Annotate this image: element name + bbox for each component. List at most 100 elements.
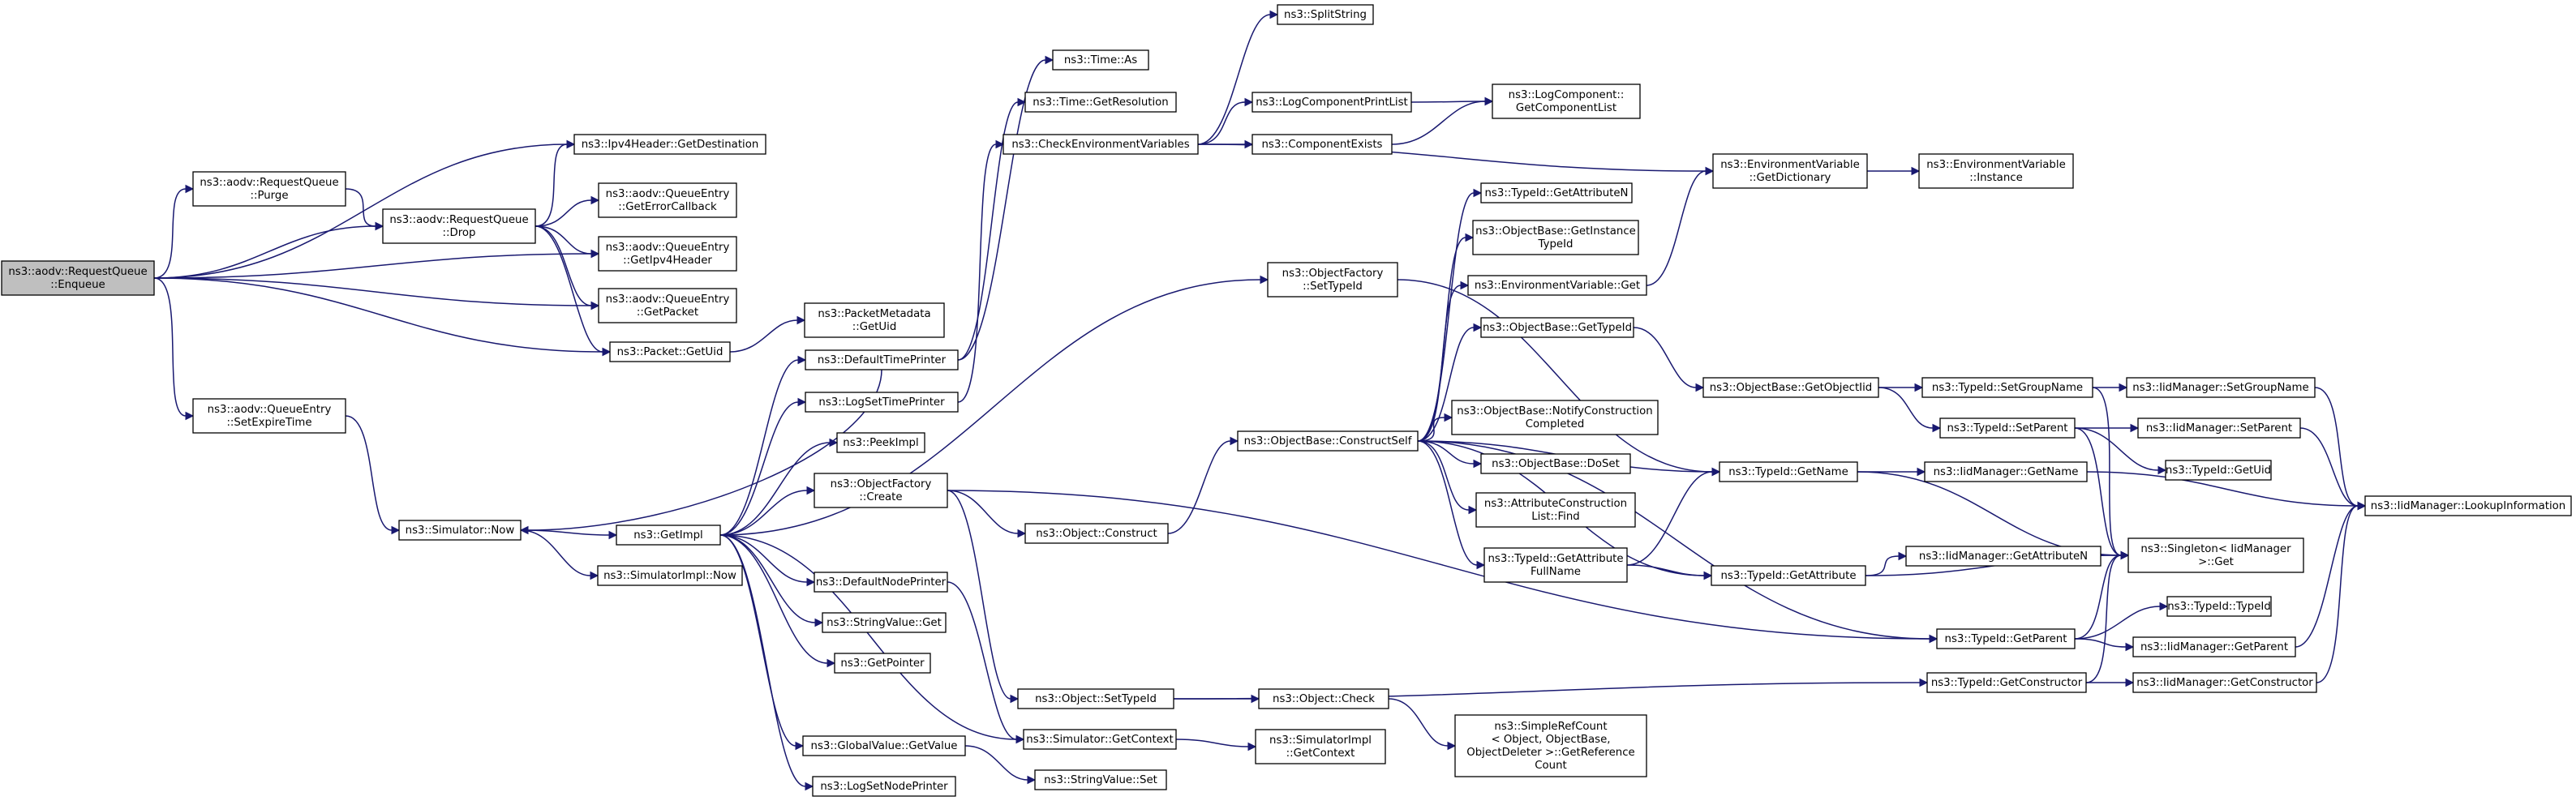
edge-line	[1397, 279, 1713, 473]
graph-node[interactable]: ns3::ObjectFactory::Create	[814, 473, 948, 508]
graph-node[interactable]: ns3::Object::Check	[1258, 688, 1389, 709]
graph-node[interactable]: ns3::LogComponent::GetComponentList	[1492, 83, 1641, 119]
graph-node[interactable]: ns3::EnvironmentVariable::GetDictionary	[1712, 153, 1868, 189]
graph-node[interactable]: ns3::TypeId::GetConstructor	[1926, 672, 2087, 693]
node-label: ns3::TypeId::GetUid	[2166, 465, 2271, 477]
graph-node[interactable]: ns3::IidManager::GetAttributeN	[1905, 546, 2102, 567]
node-box	[836, 432, 925, 453]
node-box	[1024, 92, 1177, 113]
call-edge	[535, 225, 612, 357]
node-label: ns3::aodv::RequestQueue	[389, 214, 528, 226]
graph-node[interactable]: ns3::ObjectBase::NotifyConstructionCompl…	[1451, 400, 1659, 435]
node-label: ns3::Packet::GetUid	[617, 346, 723, 358]
graph-node[interactable]: ns3::aodv::RequestQueue::Purge	[192, 171, 346, 207]
node-box	[398, 520, 522, 541]
graph-node[interactable]: ns3::SimulatorImpl::Now	[597, 565, 743, 586]
node-label: ::GetErrorCallback	[618, 201, 717, 213]
graph-node[interactable]: ns3::aodv::QueueEntry::GetErrorCallback	[598, 182, 737, 218]
graph-node[interactable]: ns3::IidManager::LookupInformation	[2364, 495, 2572, 516]
graph-node[interactable]: ns3::TypeId::GetParent	[1936, 628, 2076, 649]
graph-node[interactable]: ns3::LogComponentPrintList	[1252, 92, 1412, 113]
graph-node[interactable]: ns3::ComponentExists	[1252, 134, 1393, 155]
node-box	[1475, 492, 1636, 528]
graph-node[interactable]: ns3::ObjectBase::ConstructSelf	[1237, 430, 1419, 452]
node-box	[192, 171, 346, 207]
node-label: ns3::LogComponentPrintList	[1256, 96, 1408, 109]
graph-node[interactable]: ns3::DefaultNodePrinter	[814, 572, 948, 593]
graph-node[interactable]: ns3::StringValue::Set	[1034, 769, 1167, 790]
graph-node[interactable]: ns3::DefaultTimePrinter	[805, 349, 959, 370]
graph-node[interactable]: ns3::EnvironmentVariable::Get	[1467, 275, 1647, 296]
graph-node[interactable]: ns3::SimulatorImpl::GetContext	[1255, 729, 1386, 764]
graph-node[interactable]: ns3::GetImpl	[616, 525, 721, 546]
graph-node[interactable]: ns3::IidManager::GetName	[1924, 461, 2088, 482]
graph-node[interactable]: ns3::PeekImpl	[836, 432, 925, 453]
graph-node[interactable]: ns3::EnvironmentVariable::Instance	[1918, 153, 2074, 189]
graph-node[interactable]: ns3::TypeId::SetGroupName	[1921, 377, 2093, 398]
graph-node[interactable]: ns3::Object::Construct	[1024, 523, 1169, 544]
graph-node[interactable]: ns3::SimpleRefCount< Object, ObjectBase,…	[1454, 714, 1647, 777]
graph-node[interactable]: ns3::TypeId::GetAttribute	[1711, 565, 1866, 586]
edge-line	[2092, 387, 2122, 556]
node-label: ::Enqueue	[50, 279, 105, 291]
node-label: ns3::PacketMetadata	[818, 308, 930, 320]
node-label: ::SetExpireTime	[226, 417, 311, 429]
graph-node[interactable]: ns3::Ipv4Header::GetDestination	[573, 134, 766, 155]
node-box	[192, 398, 346, 434]
graph-node[interactable]: ns3::StringValue::Get	[822, 612, 947, 633]
call-edge	[153, 277, 195, 421]
node-box	[382, 208, 536, 244]
edge-line	[1633, 327, 1697, 388]
graph-node[interactable]: ns3::ObjectBase::GetTypeId	[1480, 317, 1634, 338]
edge-line	[729, 319, 798, 353]
graph-node[interactable]: ns3::SplitString	[1277, 4, 1374, 25]
call-edge	[1388, 698, 1457, 751]
graph-node[interactable]: ns3::TypeId::GetUid	[2165, 460, 2272, 481]
node-label: ns3::IidManager::GetConstructor	[2136, 677, 2313, 689]
graph-node[interactable]: ns3::aodv::QueueEntry::SetExpireTime	[192, 398, 346, 434]
node-box	[1480, 453, 1631, 474]
graph-node[interactable]: ns3::IidManager::SetGroupName	[2126, 377, 2316, 398]
graph-node[interactable]: ns3::TypeId::TypeId	[2166, 596, 2272, 617]
graph-node[interactable]: ns3::GetPointer	[834, 653, 931, 674]
graph-node[interactable]: ns3::Time::GetResolution	[1024, 92, 1177, 113]
graph-node[interactable]: ns3::LogSetNodePrinter	[812, 776, 956, 797]
call-edge	[520, 529, 599, 580]
graph-node[interactable]: ns3::Object::SetTypeId	[1017, 688, 1174, 709]
graph-node[interactable]: ns3::TypeId::GetName	[1719, 461, 1858, 482]
graph-node[interactable]: ns3::PacketMetadata::GetUid	[804, 302, 945, 338]
node-box	[1454, 714, 1647, 777]
graph-node[interactable]: ns3::Singleton< IidManager >::Get	[2127, 537, 2304, 573]
graph-node[interactable]: ns3::CheckEnvironmentVariables	[1002, 134, 1199, 155]
call-edge	[1878, 383, 1924, 392]
graph-node[interactable]: ns3::ObjectFactory::SetTypeId	[1267, 262, 1398, 298]
graph-node[interactable]: ns3::aodv::RequestQueue::Drop	[382, 208, 536, 244]
graph-node[interactable]: ns3::Packet::GetUid	[609, 341, 731, 362]
graph-node[interactable]: ns3::aodv::QueueEntry::GetIpv4Header	[598, 236, 737, 272]
call-edge	[2085, 550, 2130, 683]
root-node[interactable]: ns3::aodv::RequestQueue::Enqueue	[1, 260, 155, 296]
graph-node[interactable]: ns3::GlobalValue::GetValue	[802, 735, 966, 756]
graph-node[interactable]: ns3::Simulator::Now	[398, 520, 522, 541]
graph-node[interactable]: ns3::IidManager::GetParent	[2132, 636, 2296, 657]
edge-line	[2086, 471, 2359, 507]
node-label: ns3::IidManager::GetName	[1934, 466, 2079, 478]
call-edge	[1417, 440, 1478, 515]
graph-node[interactable]: ns3::LogSetTimePrinter	[805, 392, 959, 413]
graph-node[interactable]: ns3::aodv::QueueEntry::GetPacket	[598, 288, 737, 323]
graph-node[interactable]: ns3::TypeId::GetAttributeN	[1480, 182, 1633, 203]
graph-node[interactable]: ns3::Time::As	[1052, 49, 1149, 71]
graph-node[interactable]: ns3::ObjectBase::GetObjectIid	[1702, 377, 1879, 398]
edge-line	[2316, 505, 2359, 683]
graph-node[interactable]: ns3::Simulator::GetContext	[1023, 729, 1177, 750]
graph-node[interactable]: ns3::ObjectBase::DoSet	[1480, 453, 1631, 474]
node-label: ns3::GlobalValue::GetValue	[811, 740, 958, 752]
edge-line	[719, 490, 808, 536]
graph-node[interactable]: ns3::TypeId::SetParent	[1939, 417, 2076, 439]
graph-node[interactable]: ns3::IidManager::SetParent	[2137, 417, 2301, 439]
graph-node[interactable]: ns3::IidManager::GetConstructor	[2132, 672, 2317, 693]
